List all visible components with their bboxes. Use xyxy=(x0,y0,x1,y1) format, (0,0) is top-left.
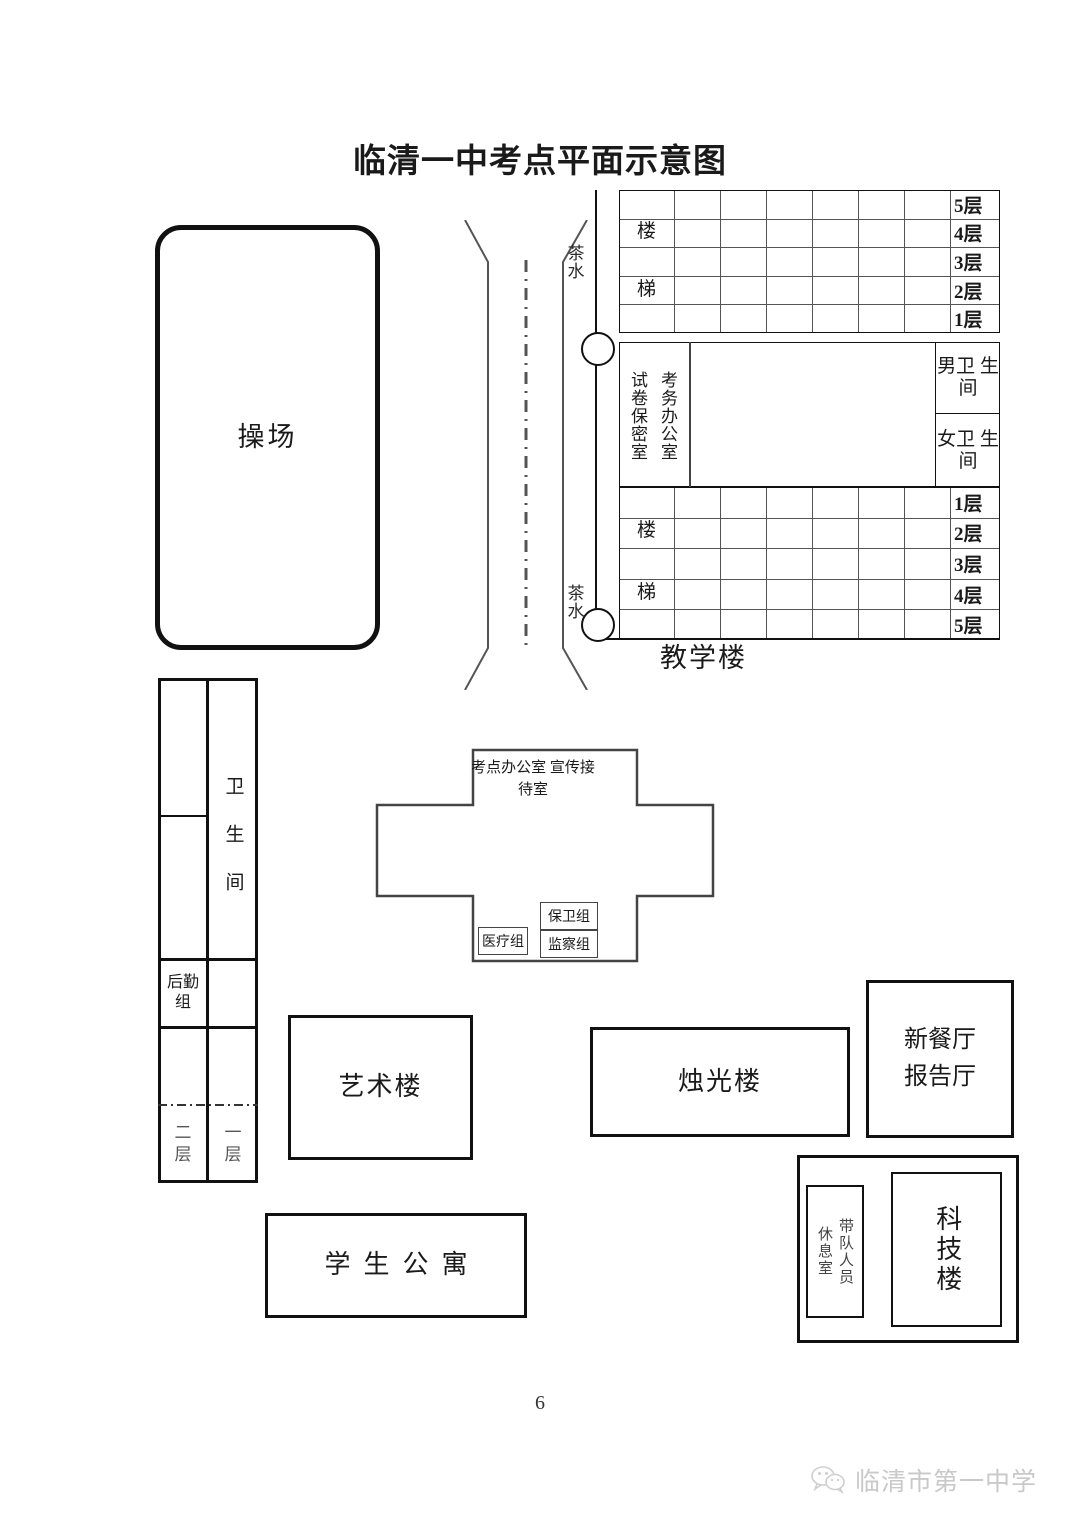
upper-floor-grid xyxy=(619,190,1000,333)
left-building-restroom-label: 卫 生 间 xyxy=(222,775,244,895)
upper-floor-label-3: 3层 xyxy=(954,252,983,274)
watermark: 临清市第一中学 xyxy=(810,1462,1037,1498)
left-building-divider-1 xyxy=(158,815,209,817)
teaching-building: 楼 梯 5层 4层 3层 2层 1层 试卷保密室 考务办公室 男卫 生间 女卫 … xyxy=(568,190,1000,642)
security-group-room: 保卫组 xyxy=(540,902,598,930)
teaching-building-left-wall xyxy=(595,190,597,640)
candlelight-building-label: 烛光楼 xyxy=(677,1066,762,1096)
science-building-inner xyxy=(891,1172,1002,1327)
medical-group-room: 医疗组 xyxy=(478,927,528,955)
lower-floor-label-2: 2层 xyxy=(954,524,983,546)
upper-floor-label-4: 4层 xyxy=(954,224,983,246)
teaching-building-bottom-wall xyxy=(595,638,1000,640)
upper-stairs-label-2: 梯 xyxy=(636,278,656,300)
upper-stairs-label-1: 楼 xyxy=(636,220,656,242)
left-building-vertical-divider xyxy=(206,678,209,1183)
tea-water-label-bottom: 茶 水 xyxy=(567,584,585,621)
left-building-divider-3 xyxy=(158,1026,258,1029)
cross-shaped-building xyxy=(375,748,715,963)
art-building-label: 艺术楼 xyxy=(338,1072,423,1102)
playground-area xyxy=(155,225,380,650)
wechat-icon xyxy=(811,1466,845,1495)
left-building-floor2-label: 二 层 xyxy=(174,1122,192,1164)
supervision-group-room: 监察组 xyxy=(540,930,598,958)
student-dormitory xyxy=(265,1213,527,1318)
upper-floor-label-5: 5层 xyxy=(954,195,983,217)
male-restroom-cell: 男卫 生间 xyxy=(935,342,1000,414)
art-building xyxy=(288,1015,473,1160)
team-leader-rest-room xyxy=(806,1185,864,1318)
upper-floor-label-2: 2层 xyxy=(954,281,983,303)
science-building-label: 科技楼 xyxy=(932,1204,962,1295)
rest-room-label-col1: 带队人员 xyxy=(837,1217,853,1286)
road-path xyxy=(464,220,588,690)
page-number: 6 xyxy=(535,1392,545,1414)
page-title: 临清一中考点平面示意图 xyxy=(353,144,727,180)
candlelight-building xyxy=(590,1027,850,1137)
female-restroom-cell: 女卫 生间 xyxy=(935,414,1000,487)
exam-center-office-label: 考点办公室 宣传接待室 xyxy=(471,760,595,798)
middle-band xyxy=(619,342,1000,487)
exam-office-label: 考务办公室 xyxy=(658,370,677,461)
rest-room-label-col2: 休息室 xyxy=(816,1226,832,1277)
logistics-group-label: 后勤 组 xyxy=(166,974,199,1011)
exam-paper-room-label: 试卷保密室 xyxy=(628,370,647,461)
new-canteen-building xyxy=(866,980,1014,1138)
lower-floor-label-5: 5层 xyxy=(954,616,983,638)
left-building-divider-2 xyxy=(158,958,258,961)
student-dormitory-label: 学生公寓 xyxy=(324,1250,481,1280)
lower-floor-label-3: 3层 xyxy=(954,554,983,576)
left-building-floor1-label: 一 层 xyxy=(224,1122,242,1164)
tea-water-label-top: 茶 水 xyxy=(567,244,585,281)
watermark-text: 临清市第一中学 xyxy=(855,1469,1038,1496)
lower-floor-label-4: 4层 xyxy=(954,585,983,607)
lower-floor-label-1: 1层 xyxy=(954,493,983,515)
tea-water-point-top xyxy=(581,332,615,366)
new-canteen-label: 新餐厅 报告厅 xyxy=(904,1026,976,1090)
teaching-building-name: 教学楼 xyxy=(660,643,747,673)
lower-stairs-label-1: 楼 xyxy=(636,519,656,541)
middle-band-divider xyxy=(689,342,691,487)
tea-water-point-bottom xyxy=(581,608,615,642)
left-building-dashed-divider xyxy=(158,1104,258,1106)
upper-floor-label-1: 1层 xyxy=(954,310,983,332)
lower-stairs-label-2: 梯 xyxy=(636,581,656,603)
lower-floor-grid xyxy=(619,487,1000,640)
playground-label: 操场 xyxy=(237,421,298,452)
